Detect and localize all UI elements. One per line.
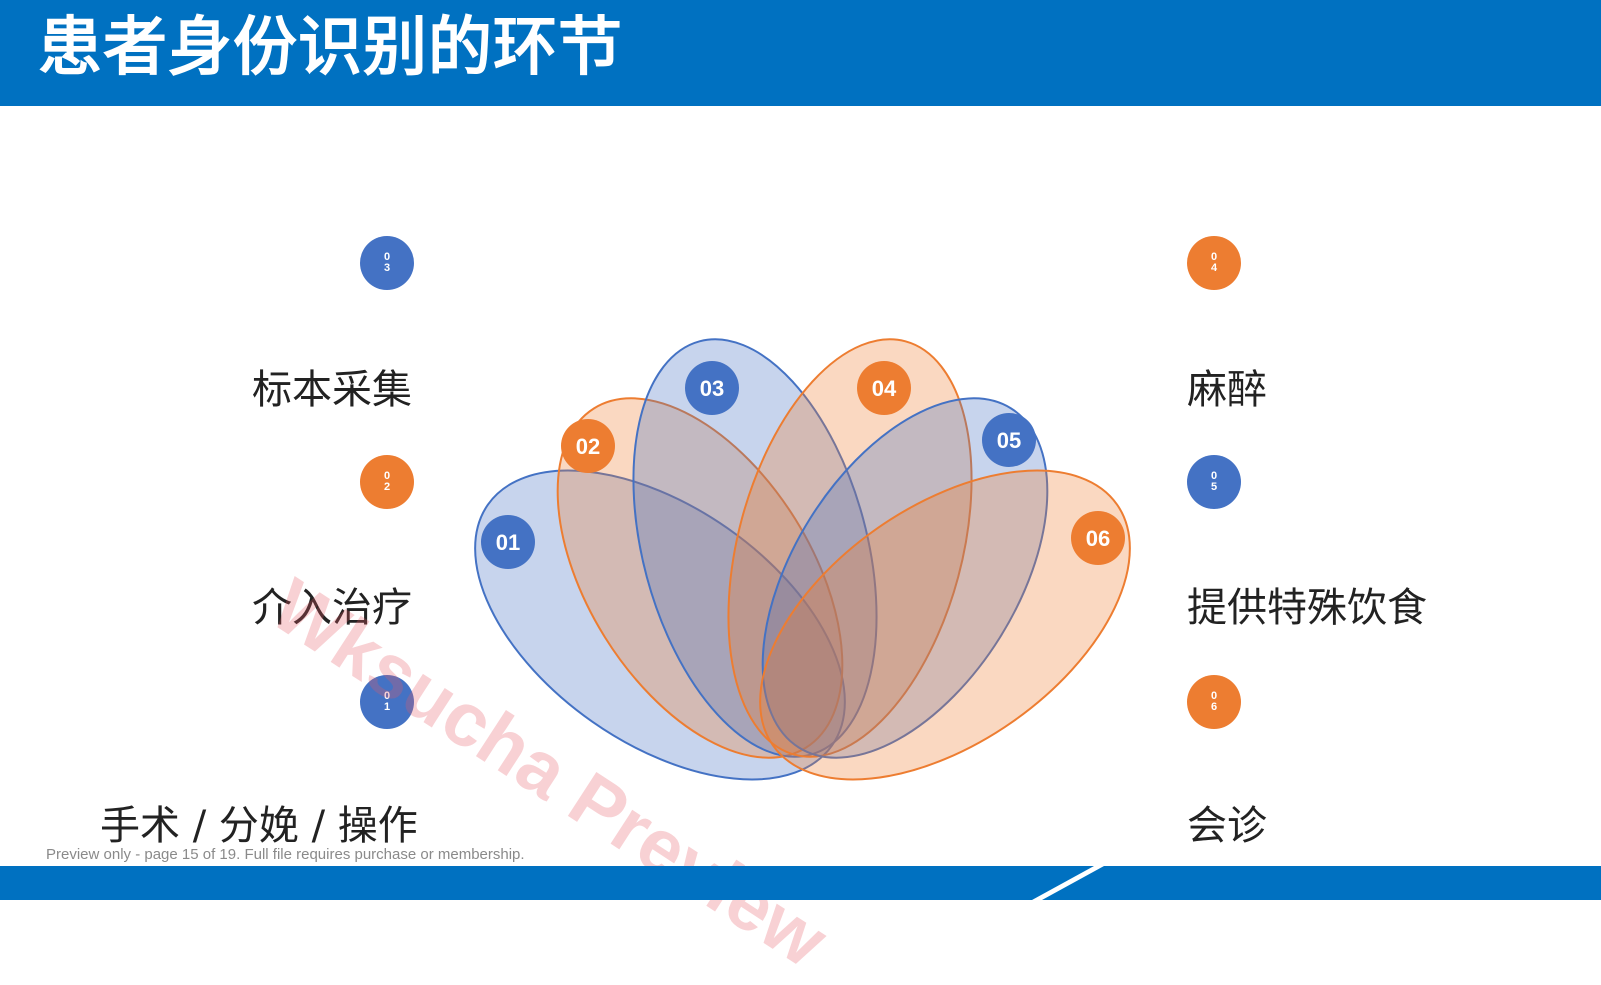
petal-05 [761,397,1049,759]
right-badge-06: 06 [1187,675,1241,729]
petal-badge-03: 03 [685,361,739,415]
petal-diagram [0,0,1601,900]
left-badge-03: 03 [360,236,414,290]
petal-number-03: 03 [700,376,724,401]
petal-badge-05: 05 [982,413,1036,467]
left-label-01: 手术 / 分娩 / 操作 [100,803,418,849]
petal-number-01: 01 [496,530,520,555]
left-label-03: 标本采集 [252,367,412,413]
footer-bar [0,866,1601,900]
right-badge-04: 04 [1187,236,1241,290]
left-badge-02: 02 [360,455,414,509]
right-label-06: 会诊 [1187,803,1267,849]
left-badge-01: 01 [360,675,414,729]
petal-04 [727,338,973,758]
petal-badge-06: 06 [1071,511,1125,565]
page-title: 患者身份识别的环节 [38,11,623,85]
right-label-05: 提供特殊饮食 [1187,585,1427,631]
petal-06 [759,469,1131,781]
left-label-02: 介入治疗 [252,585,412,631]
right-label-04: 麻醉 [1187,367,1267,413]
petal-number-04: 04 [872,376,897,401]
petal-badge-01: 01 [481,515,535,569]
header-bar [0,0,1601,106]
right-badge-05: 05 [1187,455,1241,509]
petal-badge-02: 02 [561,419,615,473]
petal-diagram: 01 02 03 04 05 06 [474,338,1131,781]
petal-03 [632,338,878,758]
petal-02 [556,397,844,759]
petal-badge-04: 04 [857,361,911,415]
petal-01 [474,469,846,781]
petal-number-02: 02 [576,434,600,459]
petal-number-05: 05 [997,428,1021,453]
preview-note: Preview only - page 15 of 19. Full file … [46,846,525,863]
petal-number-06: 06 [1086,526,1110,551]
